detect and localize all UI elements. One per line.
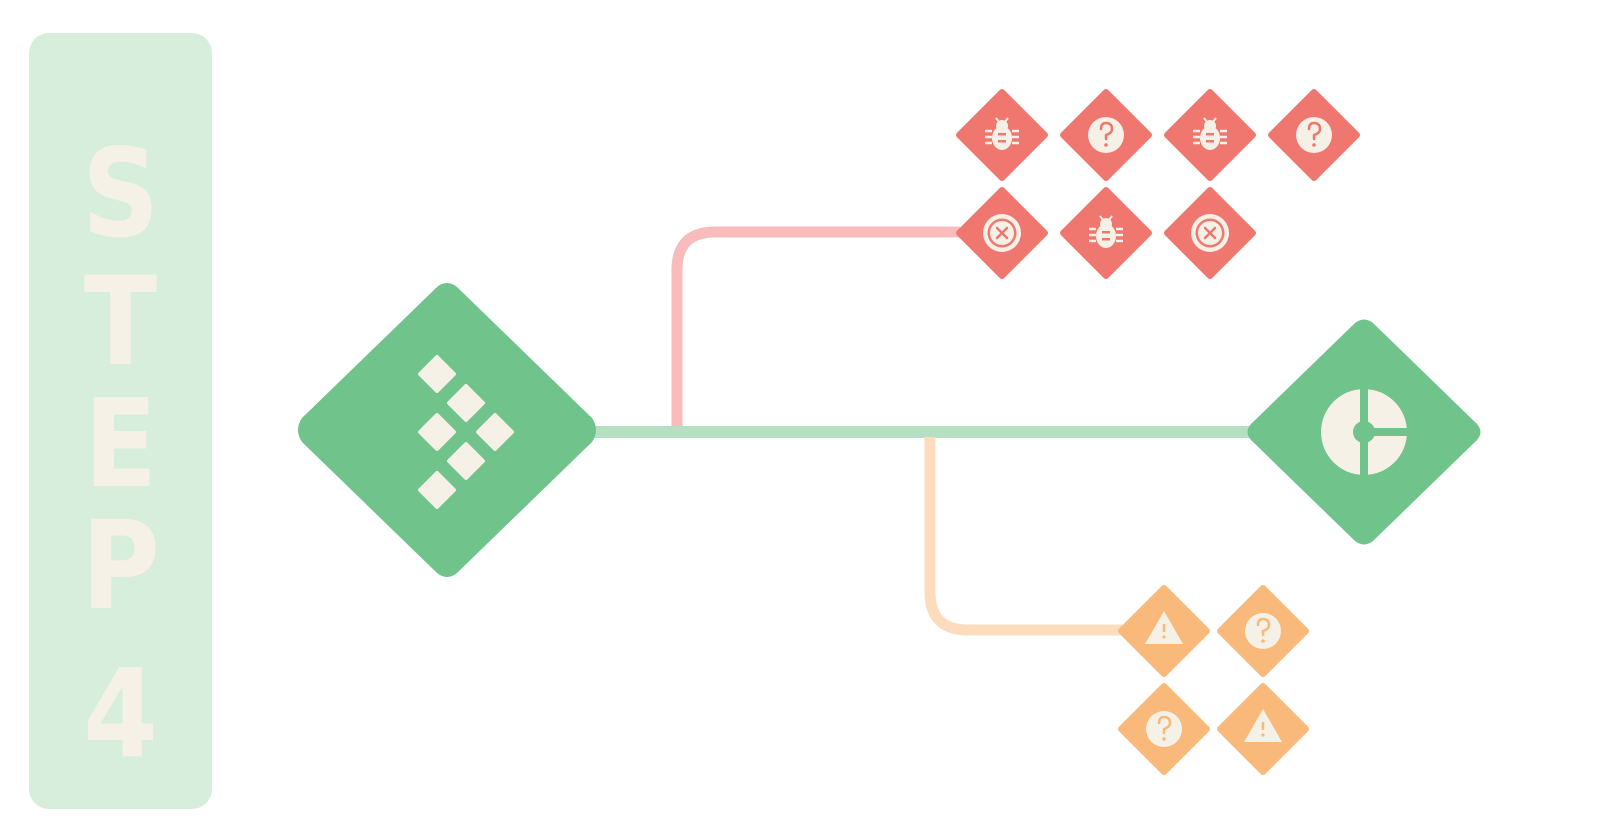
target-node[interactable] [1247,319,1481,545]
source-node[interactable] [298,283,596,577]
bug-icon [1193,117,1227,150]
warning-tile[interactable] [1217,683,1309,775]
step-letter-p: P [81,495,160,637]
warning-tile[interactable] [1118,585,1210,677]
step-panel: S T E P 4 [29,33,212,809]
question-icon [1088,117,1124,153]
bug-icon [985,117,1019,150]
question-icon [1146,711,1182,747]
step-letter-e: E [83,373,158,515]
question-icon [1296,117,1332,153]
error-tile[interactable] [1164,89,1256,181]
error-x-icon [1191,214,1229,252]
split-circle-icon [1321,386,1410,478]
diamond-grid-icon [418,355,514,509]
step-letter-t: T [83,251,158,393]
error-tile[interactable] [956,89,1048,181]
question-icon [1245,613,1281,649]
warning-tile-group [1118,585,1309,775]
warning-tile[interactable] [1118,683,1210,775]
warning-icon [1244,709,1282,742]
error-tile[interactable] [1060,187,1152,279]
warning-tile[interactable] [1217,585,1309,677]
step-number-4: 4 [83,643,158,785]
error-tile[interactable] [1060,89,1152,181]
error-tile[interactable] [1164,187,1256,279]
warning-branch-line [924,437,1130,636]
error-branch-line [671,226,960,426]
error-tile[interactable] [956,187,1048,279]
bug-icon [1089,215,1123,248]
step-letter-s: S [81,123,160,265]
error-x-icon [983,214,1021,252]
error-tile-group [956,89,1360,279]
warning-icon [1145,611,1183,644]
error-tile[interactable] [1268,89,1360,181]
